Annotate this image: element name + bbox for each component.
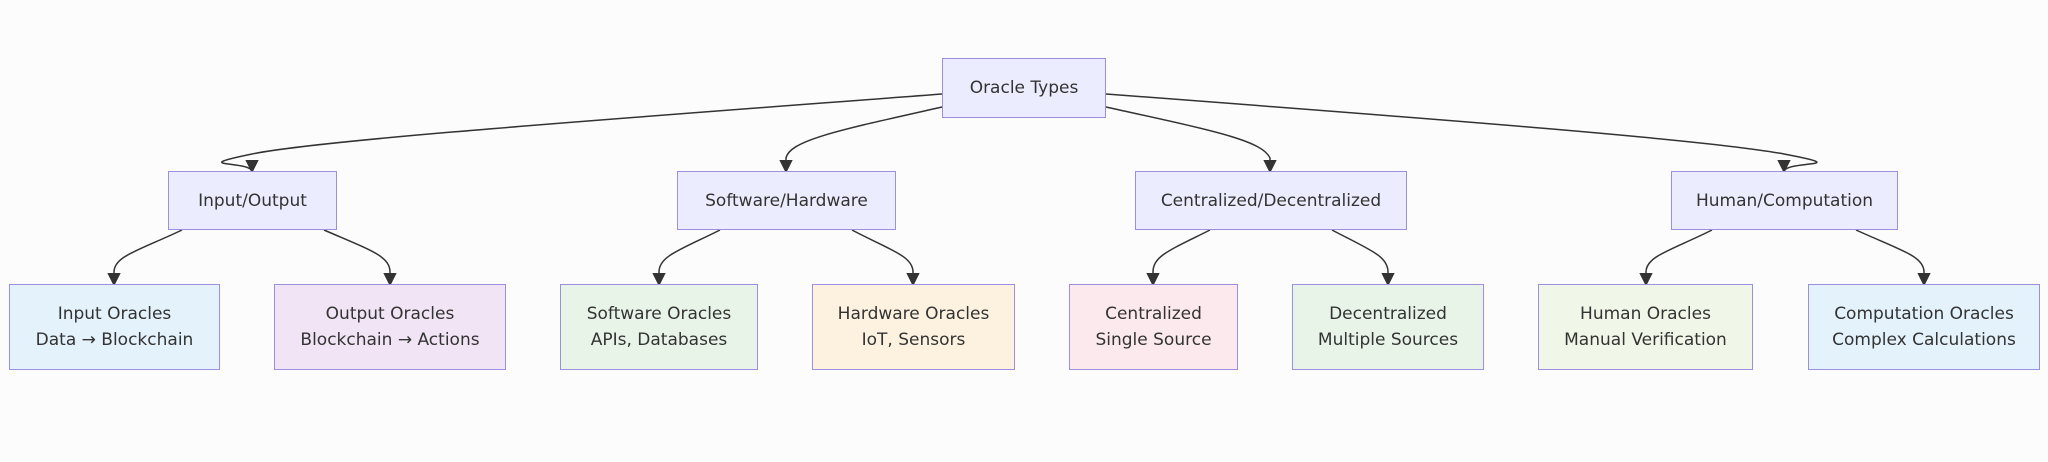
- category-node-centralized-decentralized: Centralized/Decentralized: [1135, 171, 1407, 230]
- category-label: Input/Output: [198, 190, 307, 211]
- edge-human-computation-to-human-oracles: [1639, 229, 1713, 287]
- leaf-title: Output Oracles: [325, 304, 455, 324]
- leaf-subtitle: Complex Calculations: [1832, 330, 2016, 350]
- leaf-subtitle: Blockchain → Actions: [300, 330, 480, 350]
- edge-input-output-to-output-oracles: [323, 229, 397, 287]
- leaf-node-output-oracles: Output Oracles Blockchain → Actions: [274, 284, 506, 370]
- leaf-node-hardware-oracles: Hardware Oracles IoT, Sensors: [812, 284, 1015, 370]
- leaf-node-human-oracles: Human Oracles Manual Verification: [1538, 284, 1753, 370]
- leaf-subtitle: Manual Verification: [1564, 330, 1727, 350]
- leaf-node-decentralized: Decentralized Multiple Sources: [1292, 284, 1484, 370]
- leaf-node-computation-oracles: Computation Oracles Complex Calculations: [1808, 284, 2040, 370]
- edge-root-to-software-hardware: [779, 106, 943, 174]
- category-label: Software/Hardware: [705, 190, 868, 211]
- leaf-subtitle: Single Source: [1095, 330, 1212, 350]
- leaf-title: Centralized: [1105, 304, 1202, 324]
- root-label: Oracle Types: [969, 78, 1079, 98]
- category-label: Centralized/Decentralized: [1160, 190, 1382, 211]
- leaf-node-software-oracles: Software Oracles APIs, Databases: [560, 284, 758, 370]
- leaf-title: Hardware Oracles: [837, 304, 990, 324]
- category-node-software-hardware: Software/Hardware: [677, 171, 896, 230]
- leaf-node-centralized: Centralized Single Source: [1069, 284, 1238, 370]
- leaf-subtitle: Data → Blockchain: [35, 330, 194, 350]
- leaf-node-input-oracles: Input Oracles Data → Blockchain: [9, 284, 220, 370]
- root-node-oracle-types: Oracle Types: [942, 58, 1106, 118]
- category-node-human-computation: Human/Computation: [1671, 171, 1898, 230]
- edge-human-computation-to-computation-oracles: [1855, 229, 1931, 287]
- edge-root-to-input-output: [221, 93, 943, 174]
- leaf-title: Input Oracles: [57, 304, 172, 324]
- edge-root-to-centralized-decentralized: [1105, 106, 1277, 174]
- leaf-subtitle: Multiple Sources: [1317, 330, 1459, 350]
- edge-software-hardware-to-hardware-oracles: [851, 229, 920, 287]
- edge-software-hardware-to-software-oracles: [652, 229, 721, 287]
- edge-centralized-decentralized-to-centralized: [1146, 229, 1211, 287]
- category-label: Human/Computation: [1695, 190, 1874, 211]
- edge-input-output-to-input-oracles: [107, 229, 183, 287]
- leaf-title: Software Oracles: [586, 304, 732, 324]
- leaf-subtitle: IoT, Sensors: [861, 330, 966, 350]
- category-node-input-output: Input/Output: [168, 171, 337, 230]
- edge-root-to-human-computation: [1105, 93, 1818, 174]
- leaf-title: Computation Oracles: [1834, 304, 2014, 324]
- leaf-subtitle: APIs, Databases: [590, 330, 728, 350]
- edge-centralized-decentralized-to-decentralized: [1331, 229, 1395, 287]
- leaf-title: Human Oracles: [1580, 304, 1711, 324]
- leaf-title: Decentralized: [1329, 304, 1447, 324]
